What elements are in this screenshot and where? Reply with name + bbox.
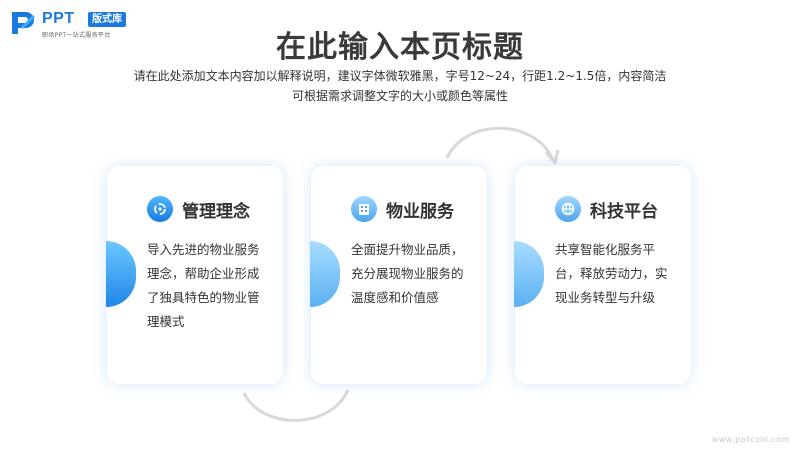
page-subtitle: 请在此处添加文本内容加以解释说明，建议字体微软雅黑，字号12~24，行距1.2~…: [100, 66, 700, 106]
card-tech-platform: 科技平台 共享智能化服务平台，释放劳动力，实现业务转型与升级: [514, 166, 691, 384]
card-accent-shape: [106, 241, 136, 307]
globe-icon: [555, 196, 581, 222]
card-accent-shape: [514, 241, 544, 307]
top-arc: [445, 126, 555, 161]
logo-tagline: 职场PPT一站式服务平台: [42, 32, 111, 39]
logo-mark-icon: [12, 12, 36, 34]
cycle-icon: [147, 196, 173, 222]
top-arc-arrow: [544, 149, 560, 165]
brand-logo: PPT 版式库 职场PPT一站式服务平台: [8, 8, 158, 39]
page-title: 在此输入本页标题: [276, 30, 524, 65]
card-description: 导入先进的物业服务理念，帮助企业形成了独具特色的物业管理模式: [147, 242, 260, 329]
subtitle-line-1: 请在此处添加文本内容加以解释说明，建议字体微软雅黑，字号12~24，行距1.2~…: [133, 69, 667, 83]
card-description: 共享智能化服务平台，释放劳动力，实现业务转型与升级: [555, 242, 668, 305]
bottom-arc: [242, 389, 350, 422]
card-management: 管理理念 导入先进的物业服务理念，帮助企业形成了独具特色的物业管理模式: [106, 166, 283, 384]
card-title: 物业服务: [386, 201, 454, 222]
card-description: 全面提升物业品质，充分展现物业服务的温度感和价值感: [351, 242, 464, 305]
card-title: 科技平台: [590, 201, 658, 222]
card-property-service: 物业服务 全面提升物业品质，充分展现物业服务的温度感和价值感: [310, 166, 487, 384]
building-icon: [351, 196, 377, 222]
logo-text: PPT: [42, 10, 75, 27]
card-header: 科技平台: [555, 194, 658, 224]
card-header: 管理理念: [147, 194, 250, 224]
card-header: 物业服务: [351, 194, 454, 224]
card-accent-shape: [310, 241, 340, 307]
card-title: 管理理念: [182, 201, 250, 222]
logo-badge: 版式库: [88, 12, 126, 27]
subtitle-line-2: 可根据需求调整文字的大小或颜色等属性: [291, 89, 508, 103]
footer-watermark: www.pptcool.com: [711, 435, 790, 444]
